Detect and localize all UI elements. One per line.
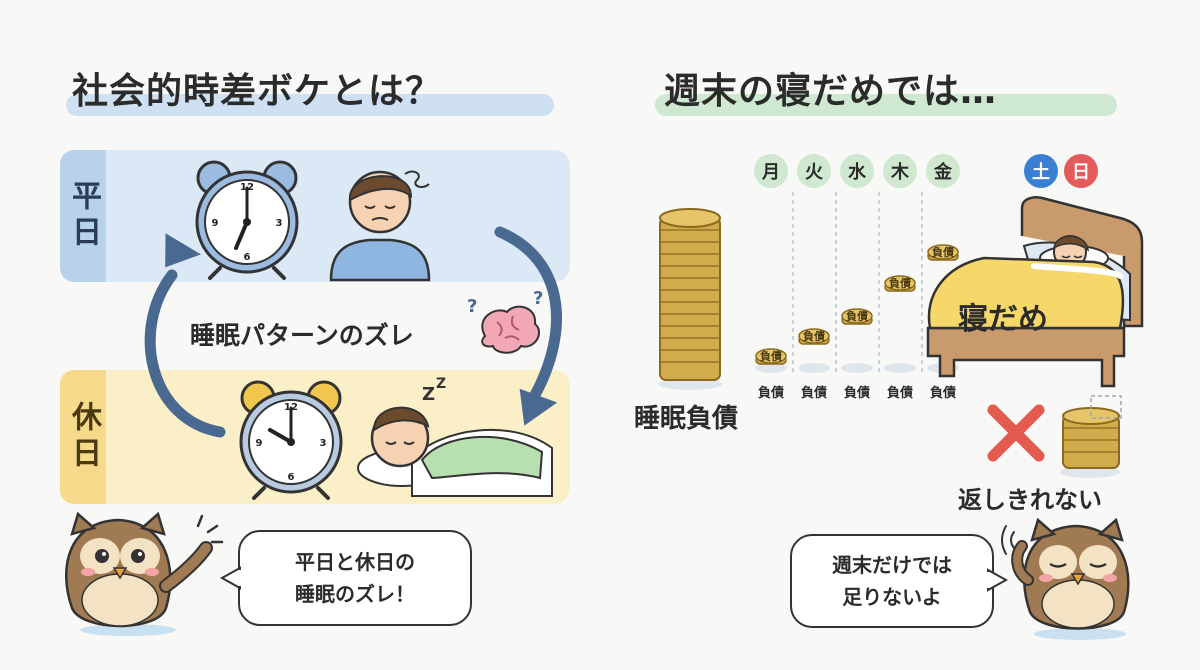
weekday-panel <box>60 150 570 282</box>
coin-label-mon: 負債 <box>760 349 782 363</box>
debt-label-thu: 負債 <box>887 386 914 401</box>
cannot-repay-text: 返しきれない <box>958 486 1102 514</box>
svg-text:3: 3 <box>276 218 283 229</box>
coin-label-fri: 負債 <box>932 245 954 259</box>
alarm-clock-weekday-icon: 12369 <box>195 160 299 280</box>
day-chip-mon: 月 <box>754 154 788 188</box>
day-chip-tue: 火 <box>797 154 831 188</box>
svg-text:Z: Z <box>422 384 435 405</box>
cannot-repay-graphic <box>987 395 1122 478</box>
svg-text:6: 6 <box>244 252 251 263</box>
owl-speech-right-line2: 足りないよ <box>842 585 942 609</box>
title-highlight <box>66 94 554 116</box>
owl-speech-right-line1: 週末だけでは <box>832 553 952 577</box>
tired-person-icon <box>329 170 431 282</box>
left-title: 社会的時差ボケとは？ <box>72 71 443 112</box>
debt-label-mon: 負債 <box>758 386 785 401</box>
owl-speech-left-line2: 睡眠のズレ！ <box>295 582 415 606</box>
coin-stack-short-icon <box>1060 395 1122 478</box>
coin-label-tue: 負債 <box>803 329 825 343</box>
alarm-clock-holiday-icon: 12369 <box>239 380 343 500</box>
svg-text:9: 9 <box>256 438 263 449</box>
day-chip-wed: 水 <box>840 154 874 188</box>
holiday-label: 休日 <box>60 370 106 504</box>
cycle-text: 睡眠パターンのズレ <box>190 321 414 350</box>
owl-speech-right: 週末だけでは 足りないよ <box>790 534 994 628</box>
owl-right-icon <box>1001 517 1130 640</box>
day-chip-sun: 日 <box>1064 154 1098 188</box>
svg-text:?: ? <box>467 296 477 317</box>
svg-text:Z: Z <box>436 376 446 392</box>
debt-label-fri: 負債 <box>930 386 957 401</box>
day-chip-sat: 土 <box>1024 154 1058 188</box>
bed-text: 寝だめ <box>958 302 1048 337</box>
day-chip-fri: 金 <box>926 154 960 188</box>
weekday-label: 平日 <box>60 150 106 282</box>
bubble-tail-left <box>219 566 243 590</box>
owl-speech-left-line1: 平日と休日の <box>295 550 415 574</box>
svg-text:9: 9 <box>212 218 219 229</box>
sleep-debt-label: 睡眠負債 <box>634 404 739 434</box>
svg-text:3: 3 <box>320 438 327 449</box>
day-chip-thu: 木 <box>883 154 917 188</box>
brain-icon: ? ? <box>467 288 543 354</box>
bubble-tail-right <box>985 568 1009 592</box>
owl-left-icon <box>65 511 224 636</box>
debt-label-tue: 負債 <box>801 386 828 401</box>
svg-text:?: ? <box>533 288 543 309</box>
svg-text:6: 6 <box>288 472 295 483</box>
title-highlight-right <box>655 94 1117 116</box>
coin-label-wed: 負債 <box>846 309 868 323</box>
debt-label-wed: 負債 <box>844 386 871 401</box>
coin-label-thu: 負債 <box>889 276 911 290</box>
right-title: 週末の寝だめでは… <box>664 71 998 112</box>
sleep-debt-coin-stack-icon <box>658 208 722 390</box>
cross-icon <box>987 404 1045 462</box>
bed-icon <box>926 196 1144 388</box>
sleeping-person-icon: Z Z <box>357 376 553 497</box>
